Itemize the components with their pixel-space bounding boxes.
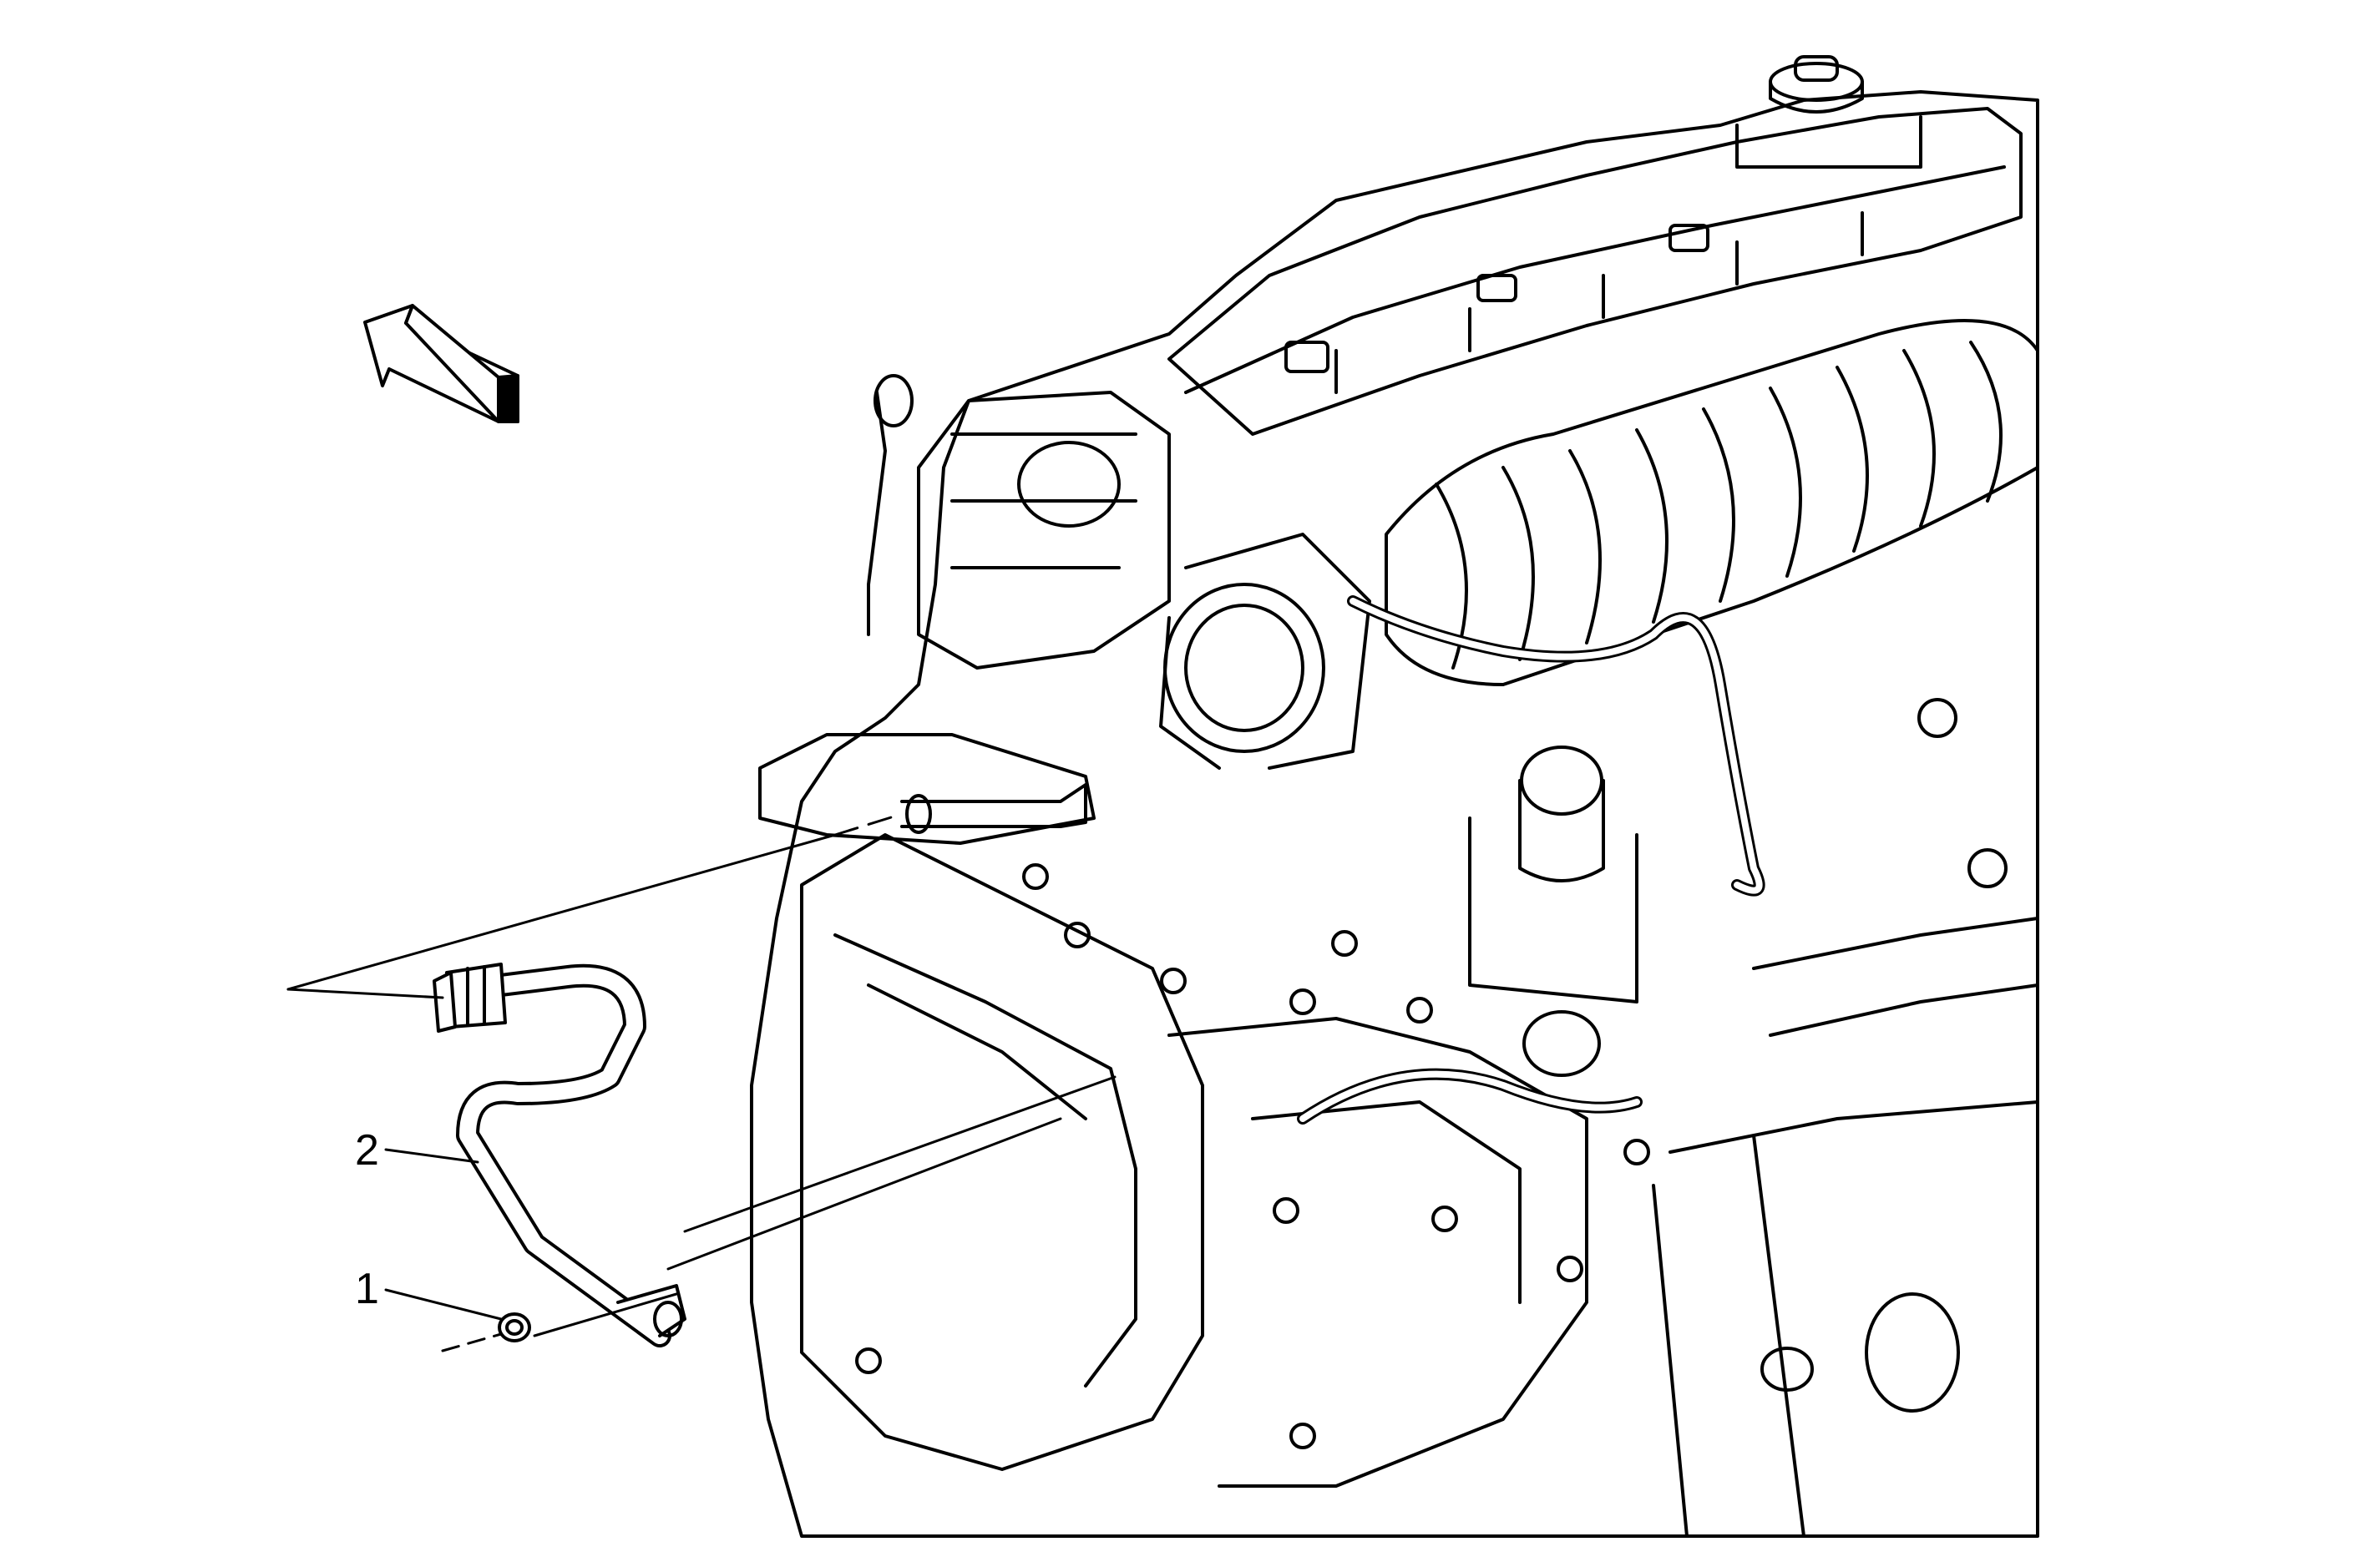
wiring-harness [1297,595,1765,1125]
coolant-outlet [758,733,1096,845]
oil-fill-cap [1735,55,1922,169]
egr-valve [1468,746,1638,1077]
callout-1-label: 1 [355,1265,379,1313]
callout-2-label: 2 [355,1126,379,1175]
engine-block [750,90,2039,1538]
leader-lines [286,812,1117,1352]
intake-manifold [1385,319,2039,686]
throttle-body [1159,533,1371,770]
coolant-hose [433,963,686,1347]
front-accessory [867,374,1171,670]
right-engine-detail [1652,698,2039,1538]
bolts [855,863,1650,1449]
direction-arrow-icon [363,304,519,423]
o-ring-seal [498,1312,531,1342]
valve-cover [1167,107,2023,436]
